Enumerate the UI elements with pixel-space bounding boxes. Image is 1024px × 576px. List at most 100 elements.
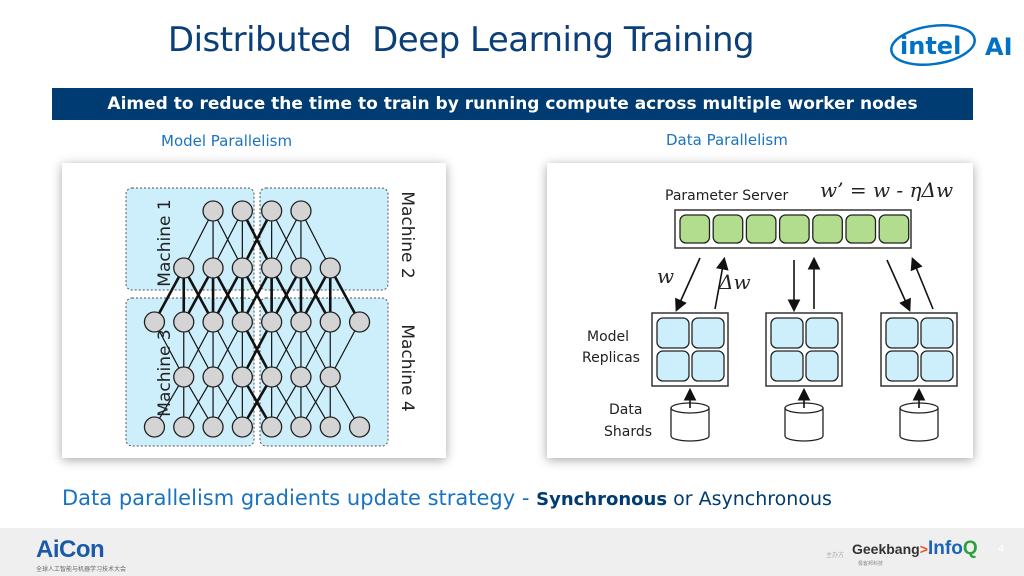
aicon-subtitle: 全球人工智能与机器学习技术大会 <box>36 566 127 573</box>
data-shard-icon <box>670 387 710 442</box>
neuron-node <box>231 257 254 279</box>
neuron-node <box>173 416 195 438</box>
infoq-wordmark: Info <box>928 538 963 559</box>
neuron-node <box>173 366 195 388</box>
or-label: or <box>667 488 699 510</box>
replica-cell <box>920 350 954 382</box>
replica-cell <box>885 317 919 349</box>
machine-1-label: Machine 1 <box>155 199 175 286</box>
neuron-node <box>231 200 254 222</box>
connection-edge <box>183 210 214 269</box>
sync-arrow-icon <box>714 256 729 310</box>
neuron-node <box>143 416 166 438</box>
neuron-node <box>173 257 195 279</box>
geekbang-arrow-icon: >. <box>919 541 932 557</box>
neuron-node <box>231 416 254 438</box>
neuron-node <box>319 366 341 388</box>
strategy-prefix: Data parallelism gradients update strate… <box>62 486 537 510</box>
footer-bar: AiCon 全球人工智能与机器学习技术大会 主办方 Geekbang>. 极客邦… <box>0 528 1024 576</box>
replica-cell <box>805 317 839 349</box>
neuron-node <box>231 366 254 388</box>
data-label: Data <box>609 402 642 418</box>
neuron-node <box>143 311 166 333</box>
model-parallelism-label: Model Parallelism <box>161 132 293 150</box>
parameter-server-label: Parameter Server <box>665 188 788 204</box>
sync-arrow-icon <box>886 259 911 312</box>
intel-swoosh-icon: intel AI <box>890 24 1013 66</box>
neuron-node <box>260 366 283 388</box>
parameter-cell <box>712 214 744 244</box>
data-parallelism-diagram: Parameter Server w’ = w - ηΔw w Δw Model… <box>547 163 973 458</box>
connection-edge <box>241 210 273 269</box>
neuron-node <box>319 311 341 333</box>
machine-4-label: Machine 4 <box>397 324 417 411</box>
parameter-cell <box>878 214 910 244</box>
parameter-cell <box>745 214 777 244</box>
model-parallelism-diagram: Machine 1 Machine 2 Machine 3 Machine 4 <box>62 163 446 458</box>
neuron-node <box>290 257 312 279</box>
neuron-node <box>202 257 224 279</box>
neuron-node <box>260 311 283 333</box>
neuron-node <box>202 200 224 222</box>
page-number: 4 <box>998 544 1005 555</box>
replica-cell <box>805 350 839 382</box>
parameter-cell <box>845 214 877 244</box>
infoq-q: Q <box>962 538 978 559</box>
replica-cell <box>656 350 690 382</box>
geekbang-subtitle: 极客邦科技 <box>858 561 884 567</box>
neuron-node <box>173 311 195 333</box>
ai-wordmark: AI <box>985 33 1013 61</box>
sync-arrow-icon <box>675 257 701 312</box>
geekbang-logo: Geekbang>. <box>852 541 932 557</box>
neuron-node <box>348 416 371 438</box>
replica-cell <box>770 317 804 349</box>
neuron-node <box>319 416 341 438</box>
neuron-node <box>348 311 371 333</box>
intel-ai-logo: intel AI <box>888 18 1018 72</box>
replica-cell <box>885 350 919 382</box>
slide-title: Distributed Deep Learning Training <box>167 20 755 60</box>
sponsor-label: 主办方 <box>826 552 845 559</box>
model-replica <box>880 312 958 387</box>
parameter-cell <box>679 214 711 244</box>
replica-cell <box>920 317 954 349</box>
machine-2-label: Machine 2 <box>397 191 417 278</box>
delta-w-label: Δw <box>718 270 751 294</box>
replica-cell <box>691 317 725 349</box>
geekbang-wordmark: Geekbang <box>852 541 920 557</box>
connection-edge <box>300 210 331 269</box>
neuron-node <box>231 311 254 333</box>
replica-cell <box>770 350 804 382</box>
neuron-node <box>290 416 312 438</box>
parameter-cell <box>778 214 810 244</box>
replicas-label: Replicas <box>582 350 640 366</box>
replica-cell <box>691 350 725 382</box>
neuron-node <box>319 257 341 279</box>
connection-edge <box>212 210 243 269</box>
update-formula: w’ = w - ηΔw <box>820 178 953 202</box>
replica-cell <box>656 317 690 349</box>
parameter-cell <box>812 214 843 244</box>
infoq-logo: InfoQ <box>928 538 978 560</box>
data-shard-icon <box>784 387 824 442</box>
data-shard-icon <box>899 387 939 442</box>
asynchronous-label: Asynchronous <box>698 488 832 510</box>
synchronous-label: Synchronous <box>536 489 668 510</box>
intel-wordmark: intel <box>900 32 961 60</box>
machine-3-label: Machine 3 <box>155 329 175 416</box>
neuron-node <box>202 311 224 333</box>
w-label: w <box>657 264 674 288</box>
model-label: Model <box>587 329 629 345</box>
data-parallelism-label: Data Parallelism <box>666 131 788 149</box>
neuron-node <box>260 200 283 222</box>
neuron-node <box>260 257 283 279</box>
neuron-node <box>290 200 312 222</box>
neuron-node <box>260 416 283 438</box>
aicon-logo: AiCon <box>36 536 105 563</box>
sync-arrow-icon <box>910 257 934 310</box>
gradient-strategy-text: Data parallelism gradients update strate… <box>62 486 832 510</box>
model-replica <box>651 312 729 387</box>
subtitle-banner: Aimed to reduce the time to train by run… <box>52 88 973 120</box>
neuron-node <box>202 416 224 438</box>
neuron-node <box>290 311 312 333</box>
